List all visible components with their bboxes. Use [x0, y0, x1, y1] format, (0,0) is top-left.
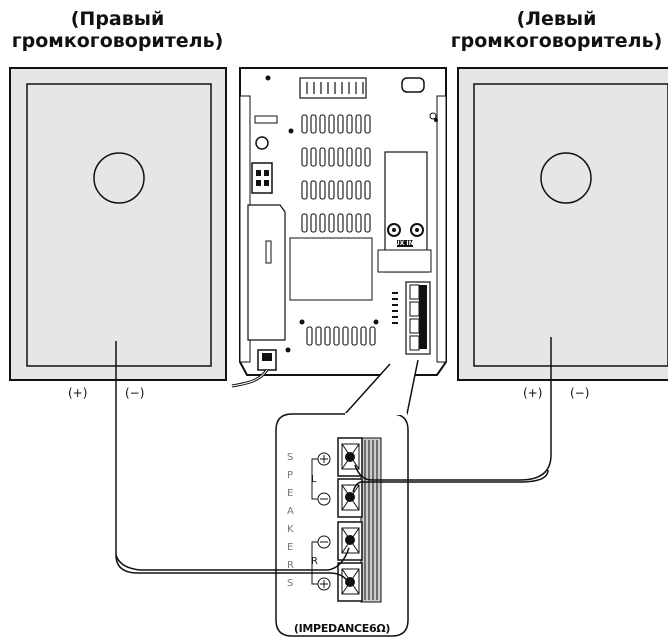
speakers-letter: K [287, 524, 294, 535]
left-speaker-plus-label: (+) [523, 386, 543, 400]
speaker-wires [115, 337, 552, 587]
impedance-label: (IMPEDANCE6Ω) [293, 622, 391, 635]
speakers-letter: E [287, 542, 294, 553]
channel-L-label: L [311, 474, 317, 485]
speakers-letter: A [287, 506, 294, 517]
terminal-R-minus [337, 521, 363, 561]
speakers-letter: E [287, 488, 294, 499]
channel-R-label: R [311, 556, 318, 567]
right-speaker-woofer [93, 152, 145, 204]
vent-row-1 [301, 114, 371, 134]
right-speaker-title-line2: громкоговоритель) [11, 30, 224, 52]
speakers-letter: S [287, 578, 294, 589]
left-speaker-woofer [540, 152, 592, 204]
speakers-letter: R [287, 560, 294, 571]
aux-in-label: AUX IN [390, 240, 414, 247]
right-speaker-title-line1: (Правый [70, 8, 165, 30]
left-speaker-title-line2: громкоговоритель) [450, 30, 663, 52]
speakers-letter: P [287, 470, 294, 481]
speaker-terminal-block [311, 437, 382, 603]
terminal-L-minus [337, 478, 363, 518]
right-speaker-minus-label: (−) [125, 386, 145, 400]
left-speaker [457, 67, 668, 381]
terminal-R-plus [337, 562, 363, 602]
left-speaker-title: (Левый громкоговоритель) [445, 8, 668, 52]
right-speaker [9, 67, 227, 381]
right-speaker-plus-label: (+) [68, 386, 88, 400]
speakers-letter: S [287, 452, 294, 463]
left-speaker-minus-label: (−) [570, 386, 590, 400]
main-unit-rear [231, 67, 447, 388]
right-speaker-title: (Правый громкоговоритель) [0, 8, 235, 52]
terminal-L-plus [337, 437, 363, 477]
left-speaker-title-line1: (Левый [516, 8, 597, 30]
